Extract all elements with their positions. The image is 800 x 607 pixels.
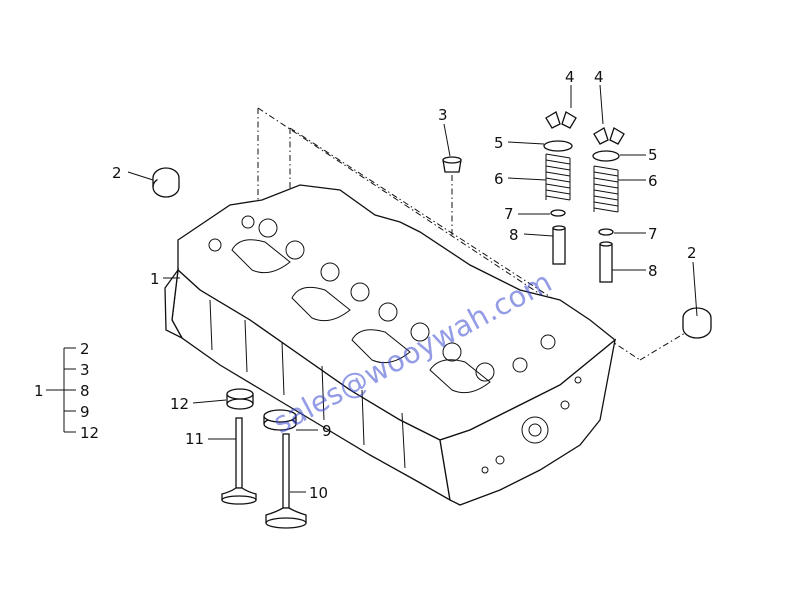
callout-9: 9	[322, 422, 332, 440]
valve-seat-12	[226, 388, 254, 410]
callout-6-left: 6	[494, 170, 504, 188]
callout-2-left: 2	[112, 164, 122, 182]
callout-10: 10	[309, 484, 328, 502]
plug-left	[152, 167, 180, 198]
kit-legend-parent: 1	[34, 382, 44, 400]
valve-stack-right	[592, 127, 625, 283]
callout-5-right: 5	[648, 146, 658, 164]
callout-2-right: 2	[687, 244, 697, 262]
plug-right	[682, 307, 712, 339]
valve-ports	[208, 215, 556, 394]
callout-6-right: 6	[648, 172, 658, 190]
callout-7-right: 7	[648, 225, 658, 243]
callout-3: 3	[438, 106, 448, 124]
callout-4-right: 4	[594, 68, 604, 86]
callout-4-left: 4	[565, 68, 575, 86]
valve-stem-seal	[442, 156, 462, 173]
end-face-holes	[481, 376, 582, 474]
kit-legend-child: 3	[80, 361, 90, 379]
callout-12: 12	[170, 395, 189, 413]
valve-10	[265, 433, 307, 529]
kit-legend-child: 2	[80, 340, 90, 358]
callout-11: 11	[185, 430, 204, 448]
callout-5-left: 5	[494, 134, 504, 152]
leader-lines	[127, 84, 698, 493]
valve-11	[221, 417, 257, 505]
kit-legend-child: 8	[80, 382, 90, 400]
kit-legend-child: 9	[80, 403, 90, 421]
kit-legend-child: 12	[80, 424, 99, 442]
callout-labels: 2 1 3 4 4 5 5 6 6 7 7 8 8 2 12 9 11 10	[112, 68, 697, 502]
callout-8-left: 8	[509, 226, 519, 244]
callout-1: 1	[150, 270, 160, 288]
callout-8-right: 8	[648, 262, 658, 280]
valve-seat-9	[263, 409, 297, 431]
valve-stack-left	[543, 111, 577, 265]
callout-7-left: 7	[504, 205, 514, 223]
kit-legend: 1 2 3 8 9 12	[34, 340, 99, 442]
cylinder-head	[164, 184, 617, 506]
